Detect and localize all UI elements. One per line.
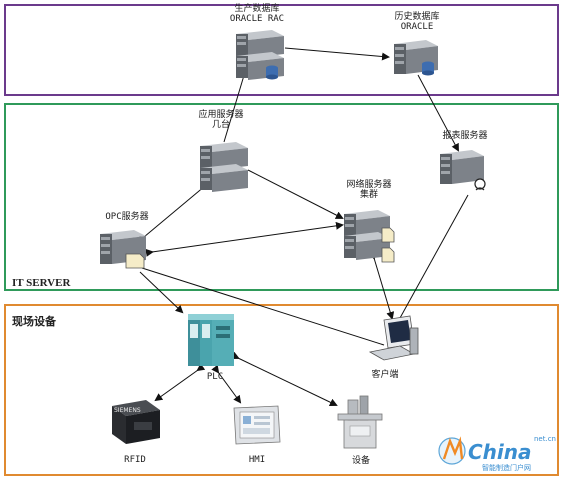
line-opc-web	[145, 221, 344, 257]
line-hist-to-report	[417, 74, 459, 152]
production-database-server-icon[interactable]	[230, 26, 286, 84]
line-opc-to-plc	[139, 271, 184, 314]
rfid-reader-icon[interactable]: SIEMENS	[106, 396, 164, 448]
plc-icon[interactable]	[186, 312, 238, 370]
web-server-cluster-icon[interactable]	[340, 206, 396, 264]
line-opc-to-client	[141, 267, 385, 346]
client-computer-icon[interactable]	[366, 314, 422, 366]
report-server-label: 报表服务器	[442, 131, 488, 141]
watermark-domain: net.cn	[534, 435, 556, 443]
history-database-server-icon[interactable]	[390, 36, 440, 80]
hmi-panel-icon[interactable]	[230, 404, 284, 446]
line-report-to-client	[399, 194, 469, 319]
line-plc-rfid	[154, 363, 206, 402]
web-server-label: 网络服务器集群	[346, 180, 392, 200]
application-server-icon[interactable]	[196, 138, 250, 194]
equipment-label: 设备	[351, 456, 370, 466]
client-label: 客户端	[371, 370, 399, 380]
plc-label: PLC	[206, 372, 224, 382]
hmi-label: HMI	[248, 455, 266, 465]
watermark-tagline: 智能制造门户网	[482, 463, 531, 472]
line-plc-equipment	[230, 351, 338, 407]
application-server-label: 应用服务器几台	[198, 110, 244, 130]
equipment-machine-icon[interactable]	[334, 394, 386, 452]
it-server-zone-label: IT SERVER	[12, 277, 71, 289]
opc-server-icon[interactable]	[96, 226, 152, 274]
china-logo-watermark: China net.cn 智能制造门户网	[438, 435, 556, 472]
line-prod-to-hist	[284, 47, 390, 61]
it-server-zone	[4, 103, 559, 291]
line-app-to-web	[247, 169, 344, 219]
rfid-brand-text: SIEMENS	[114, 407, 141, 414]
field-zone-label: 现场设备	[12, 316, 56, 328]
rfid-label: RFID	[124, 455, 146, 465]
report-server-icon[interactable]	[436, 146, 490, 194]
watermark-brand: China	[468, 440, 532, 464]
opc-server-label: OPC服务器	[105, 212, 149, 222]
line-web-client	[368, 251, 395, 320]
database-zone	[4, 4, 559, 96]
field-devices-zone	[4, 304, 559, 476]
